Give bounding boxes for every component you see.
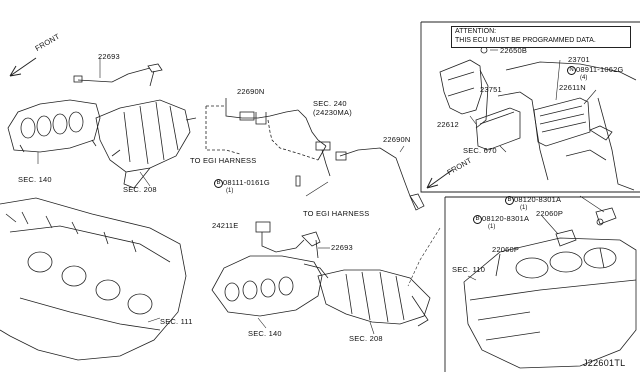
label-08120-8301a-2-qty: (1) — [488, 224, 496, 230]
ecu-23701 — [533, 97, 591, 147]
label-sec-208-left: SEC. 208 — [123, 185, 157, 194]
diagram-code: J22601TL — [583, 358, 626, 368]
label-08120-8301a-1: 08120-8301A — [514, 195, 562, 204]
label-sec-240-sub: (24230MA) — [313, 108, 352, 117]
label-sec-140-left: SEC. 140 — [18, 175, 52, 184]
label-to-egi-harness-2: TO EGI HARNESS — [303, 209, 370, 218]
label-sec-140-bottom: SEC. 140 — [248, 329, 282, 338]
exhaust-manifold-bottom — [211, 255, 329, 317]
label-sec-208-bottom: SEC. 208 — [349, 334, 383, 343]
ecu-panel-border — [420, 21, 640, 193]
label-23751: 23751 — [480, 85, 502, 94]
bolt-prefix-b-0161g: B — [214, 179, 223, 188]
label-08911-1062g: 08911-1062G — [576, 65, 624, 74]
catalytic-converter-bottom — [317, 269, 431, 327]
bolt-prefix-b-8301a-2: B — [473, 215, 482, 224]
label-22060p-a: 22060P — [536, 209, 564, 218]
knock-sensor-b — [555, 229, 577, 247]
cylinder-panel-border — [444, 196, 640, 372]
o2-sensor-lower-cable — [335, 145, 425, 211]
label-sec-240: SEC. 240 — [313, 99, 347, 108]
label-sec-111: SEC. 111 — [160, 317, 193, 326]
cylinder-block-right — [463, 237, 637, 369]
label-to-egi-harness-1: TO EGI HARNESS — [190, 156, 257, 165]
attention-box: ATTENTION: THIS ECU MUST BE PROGRAMMED D… — [451, 26, 631, 48]
label-08120-8301a-1-qty: (1) — [520, 205, 528, 211]
ecu-bracket — [439, 59, 489, 129]
firewall-panel — [497, 61, 637, 191]
label-22693-mid: 22693 — [331, 243, 353, 252]
front-arrow-top — [9, 57, 37, 77]
knock-sensor-a — [595, 207, 617, 226]
exhaust-manifold-left — [7, 99, 101, 153]
label-08111-0161g: 08111-0161G — [223, 178, 270, 187]
bolt-prefix-n-1062g: N — [567, 66, 576, 75]
label-22693-top: 22693 — [98, 52, 120, 61]
o2-sensor-mid — [301, 231, 321, 259]
label-22690n-a: 22690N — [237, 87, 265, 96]
label-22690n-b: 22690N — [383, 135, 411, 144]
sensor-harness-upper — [205, 98, 331, 187]
front-arrow-right — [426, 169, 453, 189]
label-08120-8301a-2: 08120-8301A — [482, 214, 530, 223]
catalytic-converter-left — [95, 99, 197, 189]
label-08911-1062g-qty: (4) — [580, 75, 588, 81]
o2-sensor-top — [73, 63, 163, 87]
label-22611n: 22611N — [559, 83, 586, 92]
engine-block-left — [0, 197, 187, 361]
label-24211e: 24211E — [212, 221, 239, 230]
bolt-prefix-b-8301a-1: B — [505, 196, 514, 205]
label-22650b: 22650B — [500, 46, 528, 55]
label-22060p-b: 22060P — [492, 245, 520, 254]
label-sec-110: SEC. 110 — [452, 265, 486, 274]
ecu-module — [475, 107, 521, 151]
label-sec-670: SEC. 670 — [463, 146, 497, 155]
label-23701: 23701 — [568, 55, 590, 64]
attention-title: ATTENTION: — [455, 28, 497, 35]
label-22612: 22612 — [437, 120, 459, 129]
attention-message: THIS ECU MUST BE PROGRAMMED DATA. — [455, 37, 596, 44]
clip-24211e — [255, 221, 305, 253]
label-08111-0161g-qty: (1) — [226, 188, 234, 194]
